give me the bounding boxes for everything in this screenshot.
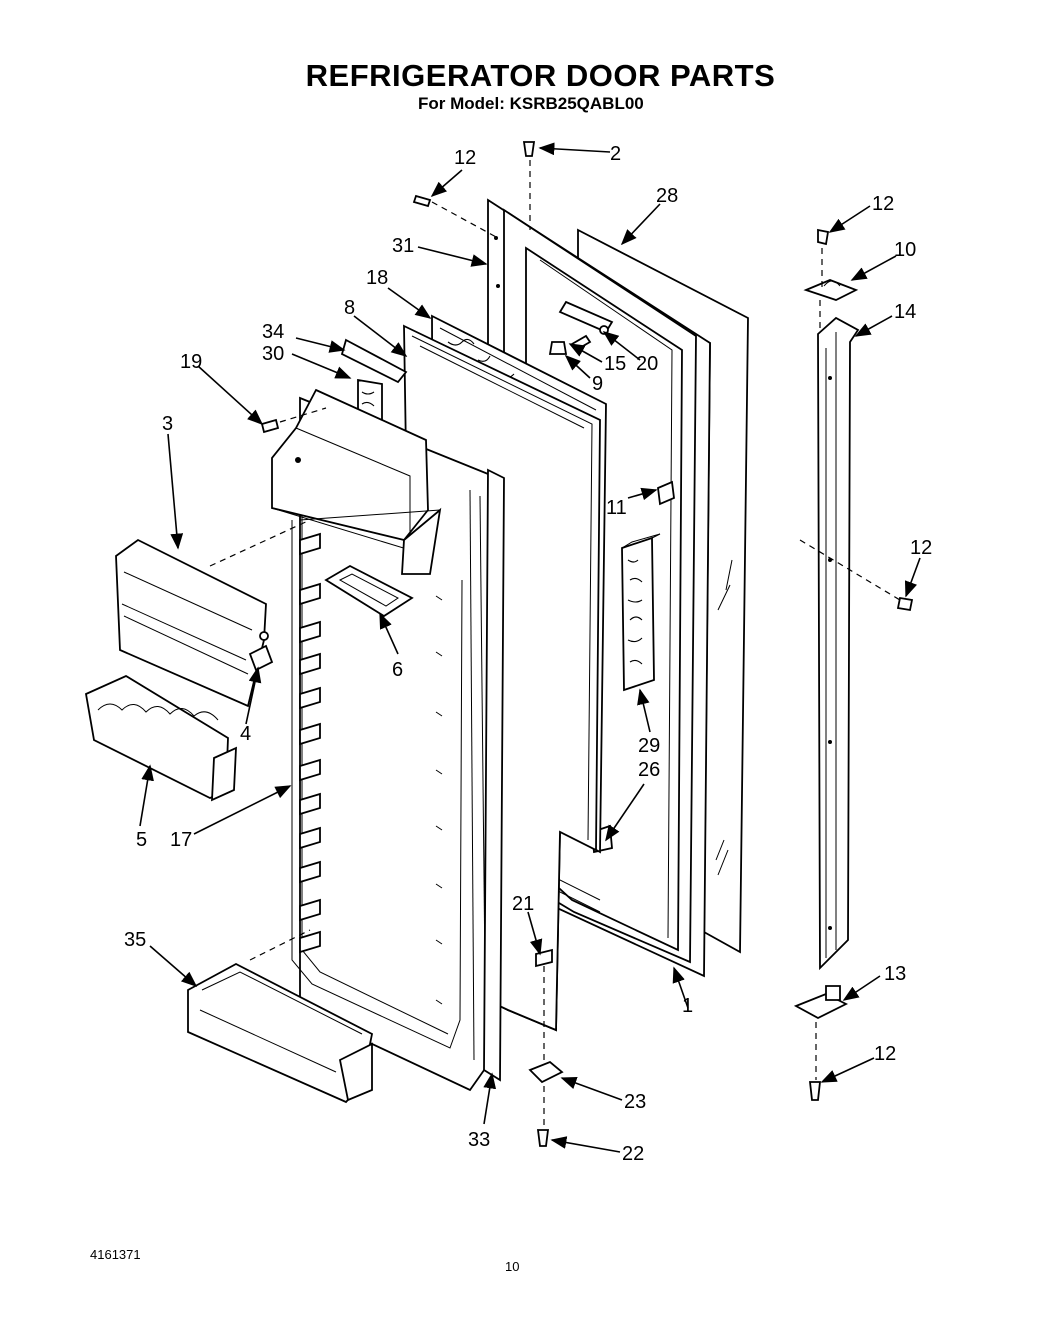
- callout-14: 14: [894, 301, 916, 323]
- page-number: 10: [505, 1259, 520, 1274]
- callout-20: 20: [636, 353, 658, 375]
- callout-19: 19: [180, 351, 202, 373]
- callout-3: 3: [162, 413, 173, 435]
- callout-12-bottom: 12: [874, 1043, 896, 1065]
- callout-labels: 2 12 28 12 31 10 18 8 14 34 30 19 15 20 …: [124, 143, 932, 1165]
- dairy-door: [115, 538, 269, 708]
- dairy-hinge-pin: [248, 644, 274, 672]
- callout-22: 22: [622, 1143, 644, 1165]
- callout-12-top: 12: [454, 147, 476, 169]
- callout-2: 2: [610, 143, 621, 165]
- callout-29: 29: [638, 735, 660, 757]
- assembly-lines: [209, 160, 901, 1130]
- breaker-strip: [483, 468, 505, 1082]
- callout-17: 17: [170, 829, 192, 851]
- clip-part-11: [657, 480, 675, 506]
- callout-11: 11: [606, 497, 627, 519]
- model-subtitle: For Model: KSRB25QABL00: [418, 94, 644, 113]
- callout-9: 9: [592, 373, 603, 395]
- page-title: REFRIGERATOR DOOR PARTS: [305, 58, 776, 93]
- screws: [260, 141, 914, 1147]
- door-handle: [817, 316, 860, 971]
- callout-26: 26: [638, 759, 660, 781]
- callout-12-upper-right: 12: [872, 193, 894, 215]
- lower-hinge-plate: [528, 1060, 564, 1084]
- callout-21: 21: [512, 893, 534, 915]
- bottom-hinge-bracket: [793, 985, 849, 1020]
- dairy-compartment: [271, 338, 442, 575]
- callout-33: 33: [468, 1129, 490, 1151]
- callout-35: 35: [124, 929, 146, 951]
- callout-5: 5: [136, 829, 147, 851]
- document-number: 4161371: [90, 1247, 141, 1262]
- callout-34: 34: [262, 321, 284, 343]
- callout-8: 8: [344, 297, 355, 319]
- top-hinge-bracket: [803, 279, 859, 301]
- callout-31: 31: [392, 235, 414, 257]
- callout-12-right: 12: [910, 537, 932, 559]
- butter-tray: [324, 564, 414, 618]
- leader-lines: [139, 142, 921, 1153]
- callout-13: 13: [884, 963, 906, 985]
- door-bin: [187, 962, 374, 1104]
- insulation-block: [621, 533, 661, 692]
- callout-28: 28: [656, 185, 678, 207]
- callout-15: 15: [604, 353, 626, 375]
- callout-30: 30: [262, 343, 284, 365]
- callout-18: 18: [366, 267, 388, 289]
- callout-4: 4: [240, 723, 251, 745]
- egg-bin: [84, 674, 237, 802]
- callout-10: 10: [894, 239, 916, 261]
- callout-6: 6: [392, 659, 403, 681]
- callout-1: 1: [682, 995, 693, 1017]
- callout-23: 23: [624, 1091, 646, 1113]
